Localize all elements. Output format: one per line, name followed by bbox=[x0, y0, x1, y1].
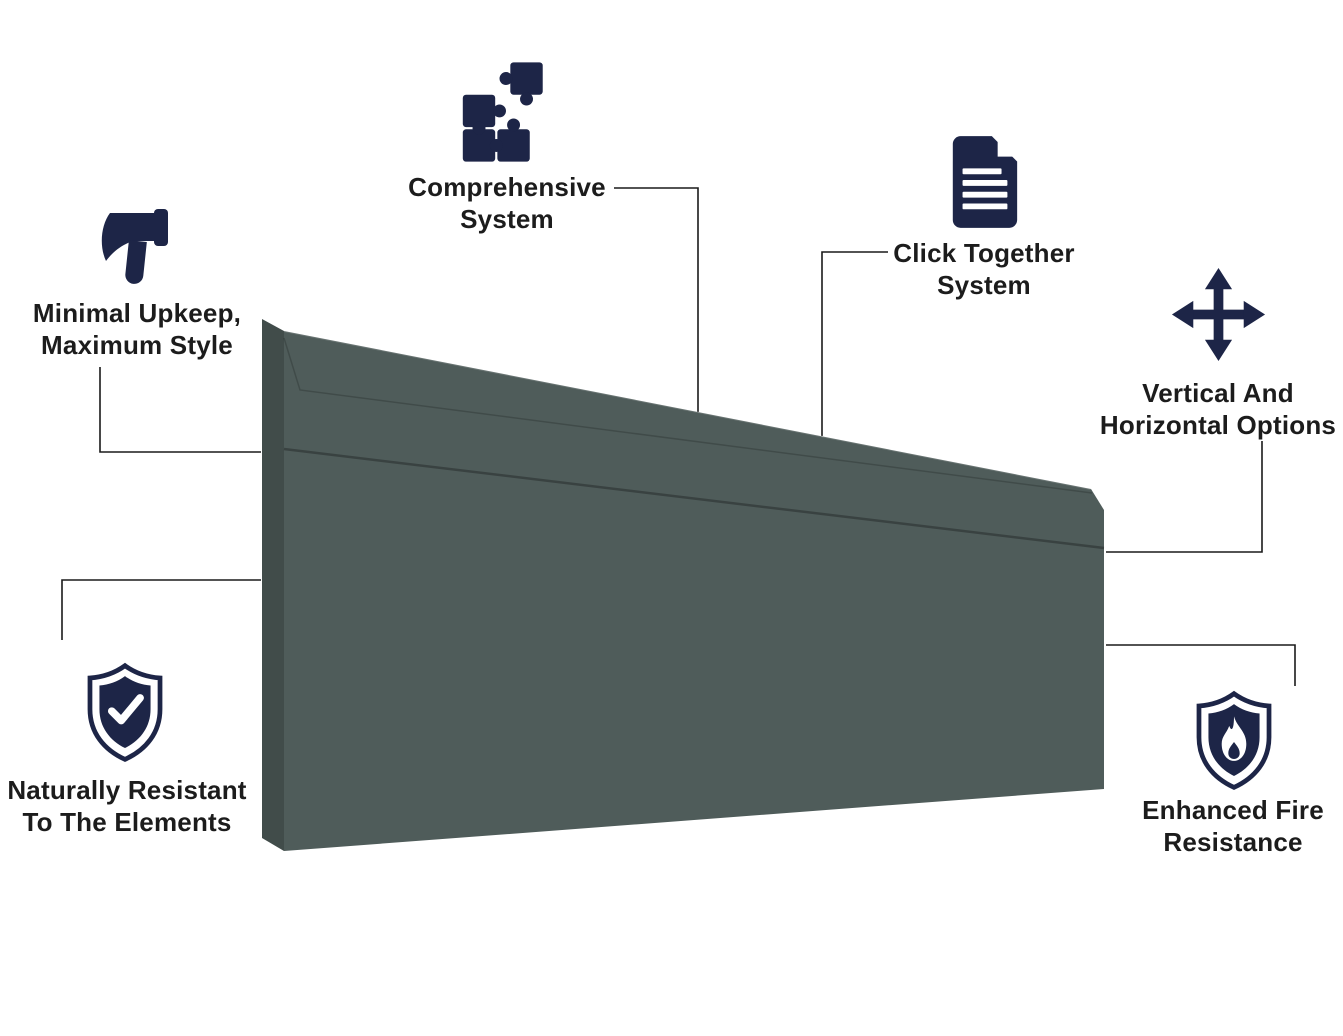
connector-orientation bbox=[1106, 441, 1263, 553]
hammer-icon bbox=[86, 195, 186, 300]
board-shiplap-step bbox=[283, 337, 1093, 494]
label-click-together-system: Click Together System bbox=[893, 238, 1075, 300]
board-top-edge-highlight bbox=[283, 330, 1092, 490]
board-groove bbox=[283, 447, 1105, 550]
cladding-board bbox=[262, 319, 1105, 851]
document-icon bbox=[945, 133, 1023, 236]
hammer-handle bbox=[125, 240, 147, 284]
shield-flame-icon bbox=[1186, 688, 1282, 799]
label-comprehensive-system: Comprehensive System bbox=[408, 172, 606, 234]
puzzle-icon bbox=[452, 58, 560, 171]
connector-click-together bbox=[821, 251, 888, 436]
document-fold bbox=[997, 139, 1016, 157]
label-fire-resistance: Enhanced Fire Resistance bbox=[1142, 795, 1324, 857]
label-orientation-options: Vertical And Horizontal Options bbox=[1099, 378, 1337, 440]
puzzle-pieces bbox=[462, 62, 543, 162]
flame-core bbox=[1228, 741, 1240, 759]
move-arrows bbox=[1171, 267, 1266, 362]
connector-naturally-resistant bbox=[61, 579, 261, 640]
board-side-face bbox=[262, 319, 284, 851]
connector-fire-resistance bbox=[1106, 644, 1296, 686]
document-lines bbox=[962, 168, 1008, 210]
flame bbox=[1221, 716, 1247, 761]
shield-check-icon bbox=[77, 660, 173, 771]
hammer-face bbox=[154, 209, 168, 246]
board-front-face bbox=[284, 331, 1104, 851]
hammer-head bbox=[101, 213, 154, 261]
connector-lines bbox=[61, 187, 1296, 686]
connector-minimal-upkeep bbox=[99, 367, 261, 453]
move-arrows-icon bbox=[1170, 266, 1267, 368]
check-mark bbox=[107, 694, 144, 725]
connector-comprehensive bbox=[614, 187, 699, 412]
label-minimal-upkeep: Minimal Upkeep, Maximum Style bbox=[32, 298, 242, 360]
label-naturally-resistant: Naturally Resistant To The Elements bbox=[7, 775, 247, 837]
